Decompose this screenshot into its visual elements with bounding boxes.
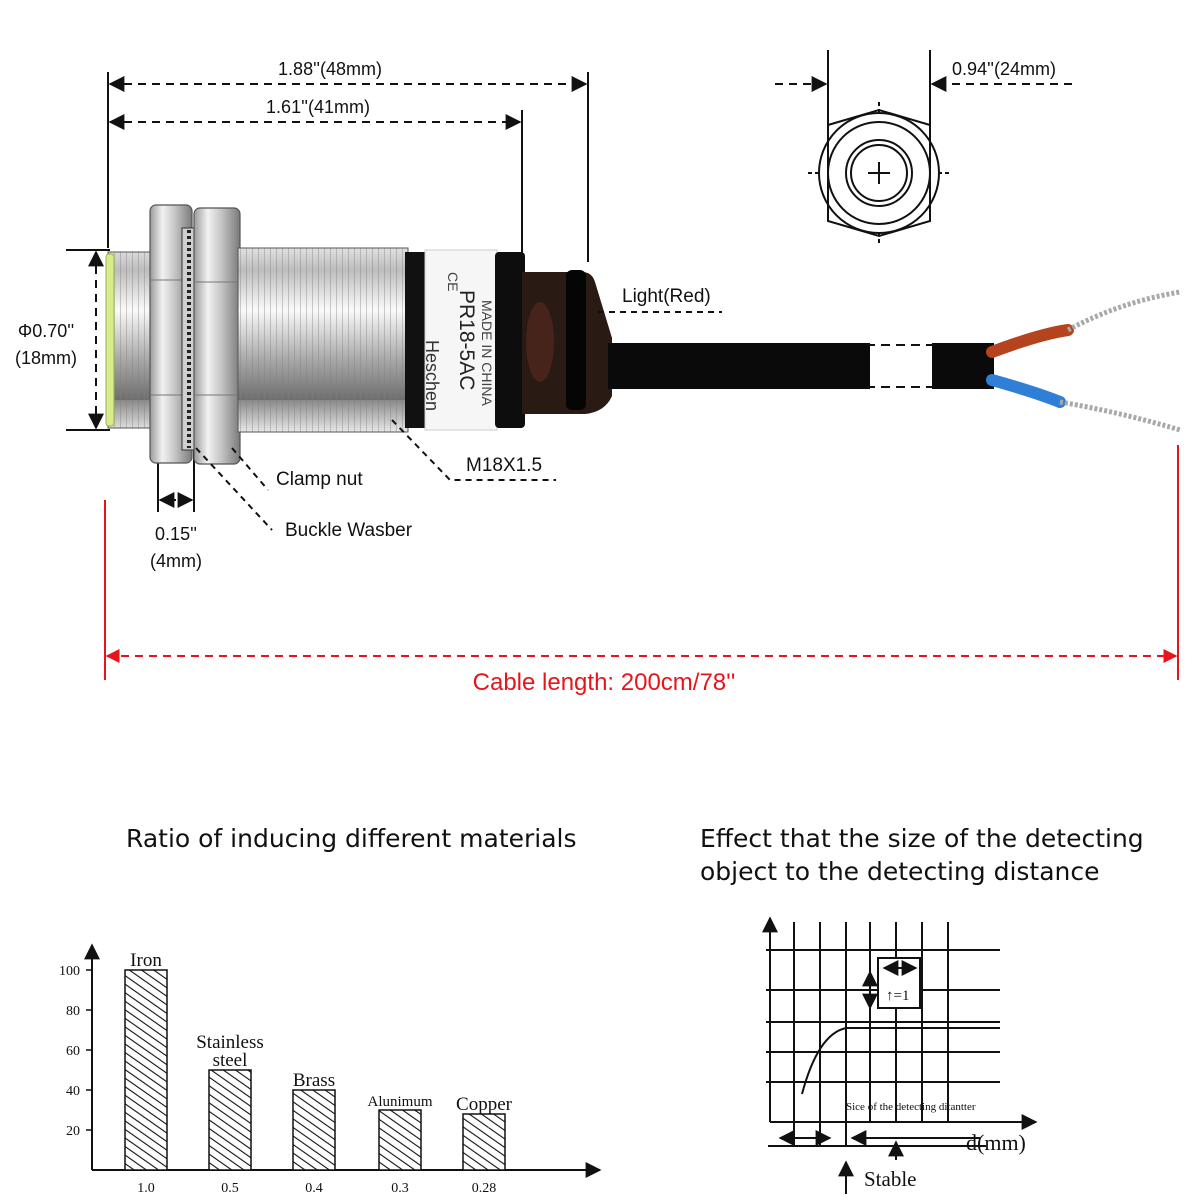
callout-lines — [195, 311, 722, 531]
distance-stable-label: Stable — [864, 1167, 917, 1191]
thread-length-label: 1.61''(41mm) — [266, 97, 370, 117]
materials-x-tick-label: 0.28 — [472, 1181, 497, 1196]
cable-length-label: Cable length: 200cm/78'' — [473, 669, 736, 696]
cable-length-dimension — [104, 445, 1179, 680]
clamp-nut-callout: Clamp nut — [276, 469, 363, 490]
hex-end-view — [808, 102, 950, 244]
materials-category-label: Copper — [456, 1094, 513, 1115]
materials-x-tick-label: 0.5 — [221, 1181, 239, 1196]
distance-inner-label: Sice of the detecting ditantter — [846, 1101, 976, 1113]
materials-bar — [124, 969, 168, 1171]
sensor-model-text: PR18-5AC — [455, 290, 478, 390]
sensor-origin-text: MADE IN CHINA — [479, 300, 495, 406]
sensor-ce-mark: CE — [445, 272, 461, 291]
overall-length-label: 1.88''(48mm) — [278, 59, 382, 79]
materials-x-tick-label: 0.3 — [391, 1181, 409, 1196]
light-callout: Light(Red) — [622, 286, 711, 307]
materials-y-tick-label: 80 — [66, 1004, 80, 1019]
distance-box-label: ↑=1 — [886, 988, 909, 1004]
materials-x-tick-label: 1.0 — [137, 1181, 155, 1196]
materials-category-label: steel — [213, 1050, 248, 1071]
distance-axis-label: d(mm) — [966, 1130, 1026, 1155]
materials-bar — [208, 1069, 252, 1171]
distance-chart: ↑=1 Sice of the detecting ditantter d(mm… — [762, 916, 1038, 1194]
sensor-body: CE PR18-5AC Heschen MADE IN CHINA — [105, 204, 612, 465]
materials-y-tick-label: 100 — [59, 964, 80, 979]
nut-thickness-label-mm: (4mm) — [150, 551, 202, 571]
materials-category-label: Alunimum — [367, 1094, 432, 1110]
materials-bar — [462, 1113, 506, 1171]
nut-thickness-label-in: 0.15'' — [155, 524, 197, 544]
materials-category-label: Stainless — [196, 1032, 264, 1053]
diameter-label-mm: (18mm) — [15, 348, 77, 368]
materials-bar — [292, 1089, 336, 1171]
materials-y-tick-label: 20 — [66, 1124, 80, 1139]
materials-y-tick-label: 40 — [66, 1084, 80, 1099]
materials-category-label: Brass — [293, 1070, 335, 1091]
sensor-cable — [608, 289, 1181, 433]
distance-chart-heading-1: Effect that the size of the detecting — [700, 824, 1144, 853]
buckle-washer-callout: Buckle Wasber — [285, 520, 413, 541]
distance-chart-heading-2: object to the detecting distance — [700, 857, 1100, 886]
thread-callout: M18X1.5 — [466, 455, 542, 476]
hex-width-label: 0.94''(24mm) — [952, 59, 1056, 79]
sensor-face — [105, 253, 115, 427]
materials-bar — [378, 1109, 422, 1171]
materials-chart-heading: Ratio of inducing different materials — [126, 824, 577, 853]
materials-x-tick-label: 0.4 — [305, 1181, 323, 1196]
materials-y-tick-label: 60 — [66, 1044, 80, 1059]
distance-chart-grid — [762, 916, 1038, 1194]
materials-category-label: Iron — [130, 950, 162, 971]
diameter-label-in: Φ0.70'' — [18, 321, 74, 341]
sensor-brand-text: Heschen — [422, 340, 442, 411]
